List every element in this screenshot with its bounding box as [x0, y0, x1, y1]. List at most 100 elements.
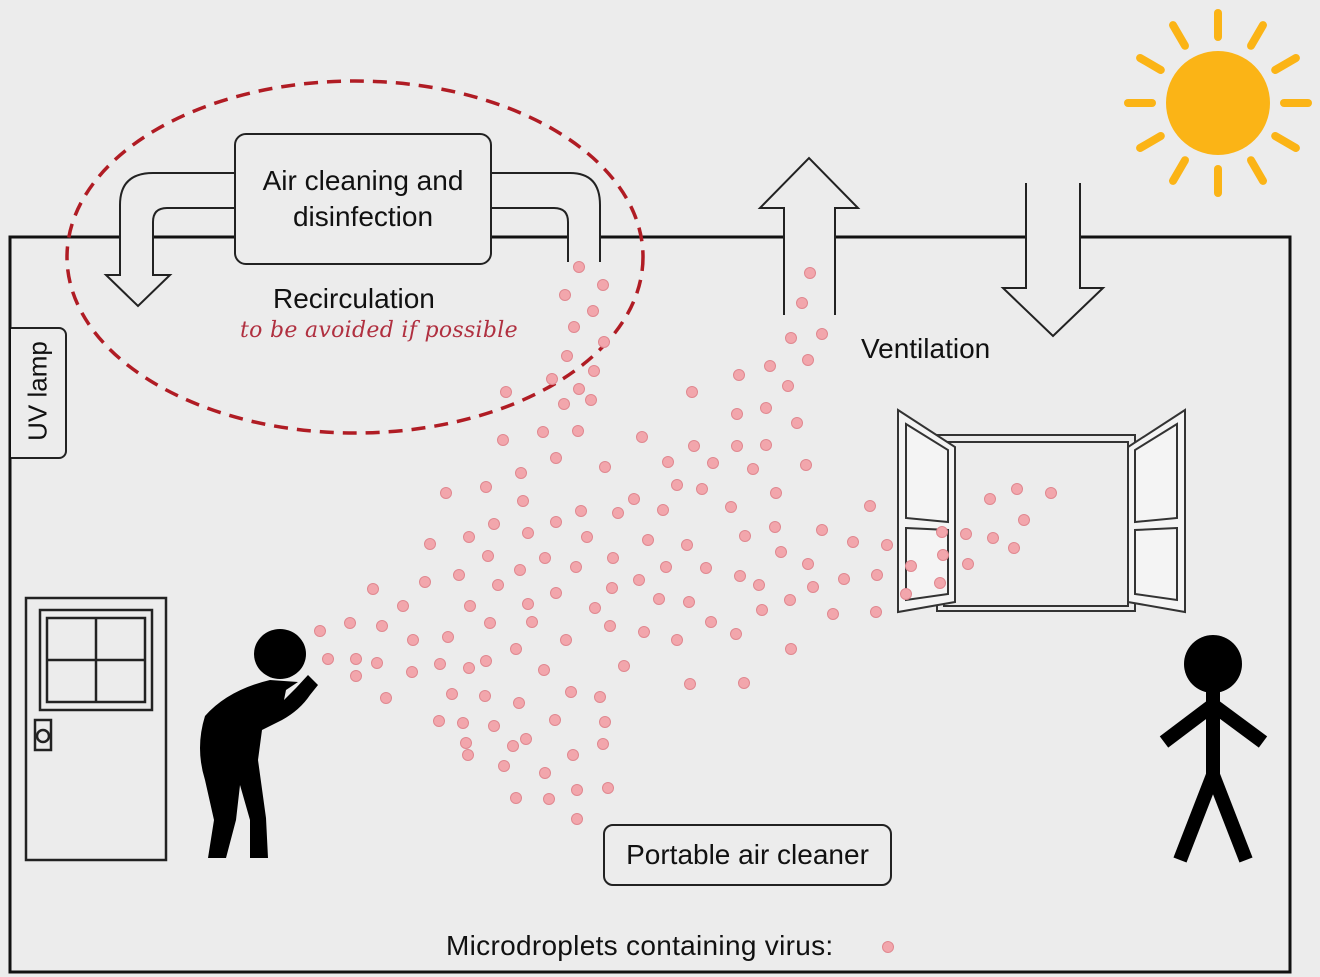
virus-droplet	[628, 493, 640, 505]
virus-droplet	[322, 653, 334, 665]
virus-droplet	[568, 321, 580, 333]
virus-droplet	[1008, 542, 1020, 554]
virus-droplet	[804, 267, 816, 279]
virus-droplet	[538, 664, 550, 676]
virus-droplet	[510, 792, 522, 804]
virus-droplet	[488, 518, 500, 530]
virus-droplet	[434, 658, 446, 670]
virus-droplet	[791, 417, 803, 429]
virus-droplet	[769, 521, 781, 533]
virus-droplet	[589, 602, 601, 614]
virus-droplet	[510, 643, 522, 655]
portable-air-cleaner-box: Portable air cleaner	[603, 824, 892, 886]
virus-droplet	[688, 440, 700, 452]
virus-droplet	[463, 531, 475, 543]
virus-droplet	[987, 532, 999, 544]
sun-ray	[1136, 54, 1165, 74]
virus-droplet	[1018, 514, 1030, 526]
virus-droplet	[572, 425, 584, 437]
virus-droplet	[560, 634, 572, 646]
virus-droplet	[565, 686, 577, 698]
virus-droplet	[784, 594, 796, 606]
virus-droplet	[575, 505, 587, 517]
sun-icon	[1124, 9, 1312, 197]
virus-droplet	[442, 631, 454, 643]
virus-droplet	[730, 628, 742, 640]
virus-droplet	[367, 583, 379, 595]
virus-droplet	[598, 336, 610, 348]
virus-droplet	[453, 569, 465, 581]
virus-droplet	[764, 360, 776, 372]
virus-droplet	[440, 487, 452, 499]
virus-droplet	[816, 328, 828, 340]
virus-droplet	[550, 516, 562, 528]
recirculation-duct-right	[488, 172, 601, 262]
virus-droplet	[775, 546, 787, 558]
virus-droplet	[561, 350, 573, 362]
virus-droplet	[796, 297, 808, 309]
virus-droplet	[700, 562, 712, 574]
virus-droplet	[642, 534, 654, 546]
virus-droplet	[900, 588, 912, 600]
virus-droplet	[782, 380, 794, 392]
standing-person-icon	[1159, 635, 1268, 863]
uv-lamp-box	[11, 327, 67, 459]
ventilation-label: Ventilation	[861, 333, 991, 364]
virus-droplet	[905, 560, 917, 572]
virus-droplet	[607, 552, 619, 564]
virus-droplet	[936, 526, 948, 538]
virus-droplet	[599, 461, 611, 473]
virus-droplet	[462, 749, 474, 761]
virus-droplet	[800, 459, 812, 471]
virus-droplet	[515, 467, 527, 479]
virus-droplet	[517, 495, 529, 507]
virus-droplet	[549, 714, 561, 726]
virus-droplet	[570, 561, 582, 573]
virus-droplet	[738, 677, 750, 689]
air-cleaning-label-line2: disinfection	[292, 201, 434, 232]
virus-droplet	[344, 617, 356, 629]
virus-droplet	[507, 740, 519, 752]
virus-droplet	[602, 782, 614, 794]
virus-droplet	[571, 784, 583, 796]
virus-droplet	[733, 369, 745, 381]
virus-droplet	[683, 596, 695, 608]
virus-droplet	[492, 579, 504, 591]
virus-droplet	[747, 463, 759, 475]
virus-droplet	[522, 527, 534, 539]
sun-ray	[1271, 54, 1300, 74]
virus-droplet	[962, 558, 974, 570]
virus-droplet	[660, 561, 672, 573]
sun-ray	[1136, 132, 1165, 152]
virus-droplet	[594, 691, 606, 703]
virus-droplet	[314, 625, 326, 637]
recirculation-dashed-outline	[65, 79, 645, 435]
virus-droplet	[513, 697, 525, 709]
virus-droplet	[604, 620, 616, 632]
virus-droplet	[539, 552, 551, 564]
virus-droplet	[984, 493, 996, 505]
virus-droplet-icon	[882, 941, 894, 953]
microdroplet-cloud	[314, 261, 1057, 825]
virus-droplet	[587, 305, 599, 317]
virus-droplet	[807, 581, 819, 593]
virus-droplet	[433, 715, 445, 727]
sun-ray	[1247, 21, 1267, 50]
virus-droplet	[550, 452, 562, 464]
virus-droplet	[802, 354, 814, 366]
virus-droplet	[770, 487, 782, 499]
virus-droplet	[816, 524, 828, 536]
virus-droplet	[522, 598, 534, 610]
virus-droplet	[498, 760, 510, 772]
virus-droplet	[802, 558, 814, 570]
virus-droplet	[350, 653, 362, 665]
virus-droplet	[497, 434, 509, 446]
recirculation-arrow-left	[103, 172, 234, 308]
virus-droplet	[653, 593, 665, 605]
virus-droplet	[731, 440, 743, 452]
virus-droplet	[500, 386, 512, 398]
virus-droplet	[638, 626, 650, 638]
virus-droplet	[407, 634, 419, 646]
virus-droplet	[537, 426, 549, 438]
virus-droplet	[662, 456, 674, 468]
